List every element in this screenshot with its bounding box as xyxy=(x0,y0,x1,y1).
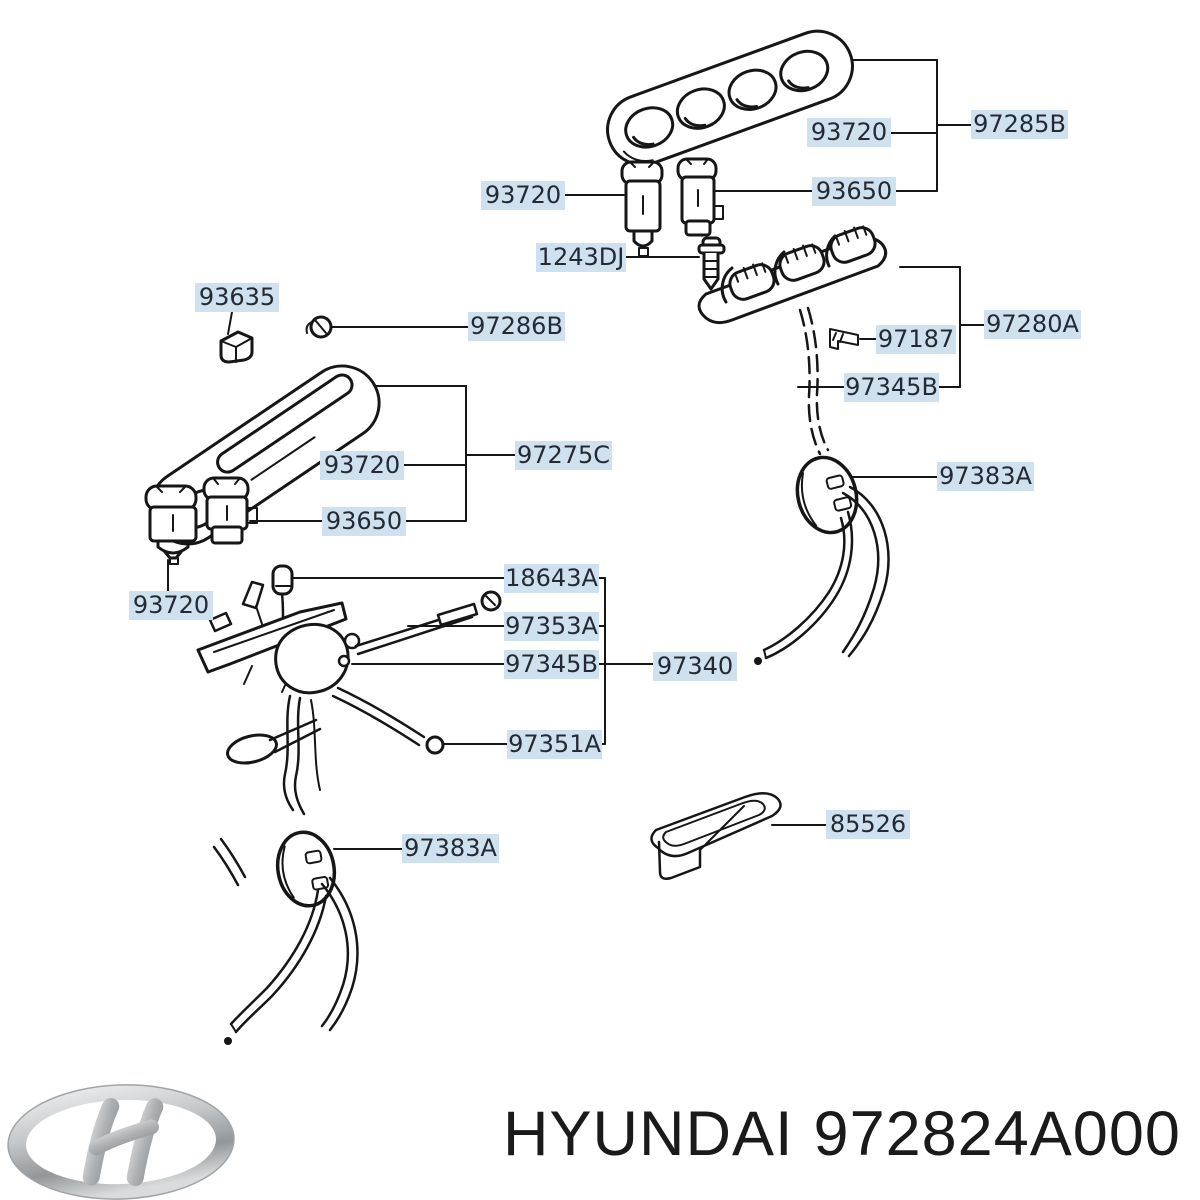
tray-85526-drawing xyxy=(650,792,782,880)
heater-control-assembly-drawing xyxy=(196,564,502,816)
part-label-1243DJ: 1243DJ xyxy=(536,243,626,272)
part-label-97345B-mid: 97345B xyxy=(504,650,599,679)
bulb-sockets-upper-drawing xyxy=(620,157,724,257)
screw-1243DJ-drawing xyxy=(697,236,726,291)
part-label-97286B: 97286B xyxy=(468,312,565,341)
grommet-97383A-left-drawing xyxy=(212,830,359,1045)
part-label-97383A-lower: 97383A xyxy=(402,834,499,863)
plug-93635-drawing xyxy=(219,330,254,364)
part-label-97351A: 97351A xyxy=(507,730,602,759)
part-label-18643A: 18643A xyxy=(504,564,599,593)
faceplate-upper-drawing xyxy=(606,29,854,167)
part-label-93650-top: 93650 xyxy=(812,177,896,206)
part-label-93720-mid: 93720 xyxy=(320,451,404,480)
callout-lines xyxy=(167,59,985,850)
hyundai-logo xyxy=(7,1084,235,1200)
footer-caption: HYUNDAI 972824A000 xyxy=(503,1098,1181,1170)
part-label-93720-bulbs: 93720 xyxy=(481,181,565,210)
part-label-93650-mid: 93650 xyxy=(322,507,406,536)
grommet-97383A-right-drawing xyxy=(754,455,890,665)
part-label-97285B: 97285B xyxy=(971,110,1068,139)
part-label-93635: 93635 xyxy=(195,283,279,312)
part-label-93720-lower: 93720 xyxy=(129,591,213,620)
part-label-97353A: 97353A xyxy=(504,612,599,641)
part-number: 972824A000 xyxy=(813,1099,1181,1169)
nut-97286B-drawing xyxy=(305,315,333,339)
clip-97187-drawing xyxy=(829,328,859,350)
part-label-97275C: 97275C xyxy=(515,441,612,470)
part-label-93720-top: 93720 xyxy=(807,118,891,147)
brand-name: HYUNDAI xyxy=(503,1099,794,1169)
part-label-97383A-right: 97383A xyxy=(937,462,1034,491)
part-label-97345B-right: 97345B xyxy=(844,373,939,402)
part-label-97280A: 97280A xyxy=(984,310,1081,339)
part-label-85526: 85526 xyxy=(826,810,910,839)
part-label-97340: 97340 xyxy=(653,652,737,681)
control-unit-97280A-drawing xyxy=(697,225,888,456)
bulb-sockets-lower-drawing xyxy=(144,476,258,565)
part-label-97187: 97187 xyxy=(876,325,956,354)
